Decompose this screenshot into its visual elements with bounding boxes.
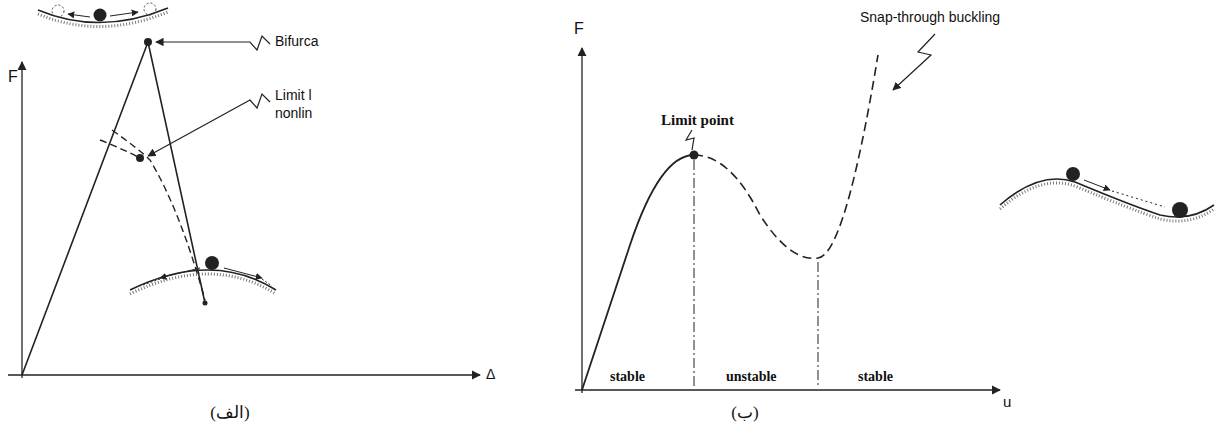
motion-trail: [140, 279, 160, 286]
limit-point: [690, 151, 699, 160]
leader-arrow: [686, 130, 694, 150]
surface: [1000, 179, 1214, 217]
equilibrium-path: [582, 155, 694, 390]
surface-hatch: [130, 274, 276, 294]
annotation: Snap-through buckling: [860, 10, 1000, 25]
annotation: Limit point: [661, 112, 734, 129]
ball: [205, 256, 219, 270]
axis: [581, 48, 582, 393]
axis-label: u: [1003, 394, 1011, 411]
equilibrium-path: [22, 42, 205, 375]
ball-ghost: [144, 3, 156, 15]
ball-ghost: [52, 5, 64, 17]
ball: [1066, 167, 1080, 181]
axis-label: Δ: [486, 367, 495, 382]
leader-arrow: [893, 34, 935, 90]
region-label: stable: [858, 369, 893, 384]
region-label: stable: [610, 369, 645, 384]
axis: [8, 374, 480, 375]
motion-arrow: [224, 268, 262, 278]
divider: [694, 160, 695, 388]
panel-caption: (الف): [210, 404, 249, 423]
annotation: Bifurca: [275, 34, 319, 49]
divider: [818, 262, 819, 388]
surface: [38, 8, 168, 23]
axis: [575, 389, 1000, 390]
axis-label: F: [574, 20, 584, 38]
motion-arrow: [1084, 180, 1110, 190]
leader-arrow: [148, 94, 270, 156]
motion-trail: [1112, 191, 1165, 207]
axis: [21, 62, 22, 378]
ball: [94, 9, 107, 22]
annotation: Limit l: [275, 88, 312, 103]
motion-arrow: [68, 14, 90, 17]
leader-arrow: [156, 36, 270, 50]
panel-caption: (ب): [731, 404, 758, 423]
nonlinear-path: [112, 130, 205, 300]
motion-arrow: [110, 12, 138, 16]
bifurcation-point: [144, 38, 152, 46]
axis-label: F: [8, 68, 18, 86]
annotation: nonlin: [275, 106, 312, 121]
region-label: unstable: [726, 369, 777, 384]
point: [203, 301, 208, 306]
limit-point: [136, 154, 144, 162]
unstable-path: [694, 55, 878, 258]
nonlinear-path: [100, 140, 140, 158]
motion-arrow: [160, 268, 200, 278]
motion-trail: [262, 279, 272, 286]
surface: [130, 270, 276, 290]
ball: [1172, 202, 1188, 218]
